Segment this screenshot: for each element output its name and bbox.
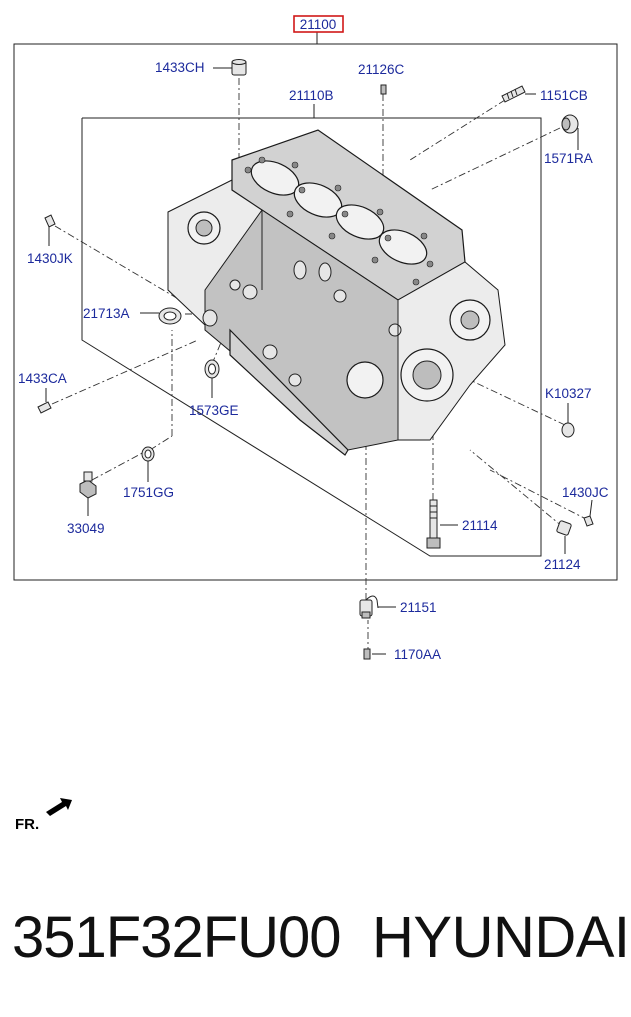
cylinder-block-drawing: [167, 129, 506, 456]
assembly-frame: [13, 43, 618, 581]
label-leaders: [45, 67, 593, 608]
part-K10327-drawing: [561, 422, 575, 438]
part-1170AA-drawing: [363, 648, 386, 660]
label-1430JK[interactable]: 1430JK: [27, 251, 73, 266]
part-1571RA-drawing: [561, 114, 579, 134]
label-1151CB[interactable]: 1151CB: [540, 88, 588, 103]
label-K10327[interactable]: K10327: [545, 386, 592, 401]
part-1430JC-drawing: [583, 515, 594, 527]
parts-diagram: 21100: [13, 15, 618, 833]
part-1573GE-drawing: [204, 359, 220, 379]
assembly-highlight-box[interactable]: [293, 15, 344, 33]
front-marker: FR.: [15, 798, 72, 833]
part-21114-drawing: [426, 499, 441, 549]
label-1751GG[interactable]: 1751GG: [123, 485, 174, 500]
label-1430JC[interactable]: 1430JC: [562, 485, 609, 500]
front-marker-label: FR.: [15, 816, 39, 833]
label-1433CA[interactable]: 1433CA: [18, 371, 67, 386]
part-number: 351F32FU00: [12, 905, 342, 970]
label-21713A[interactable]: 21713A: [83, 306, 130, 321]
label-21114[interactable]: 21114: [462, 518, 498, 533]
label-1433CH[interactable]: 1433CH: [155, 60, 205, 75]
part-1151CB-drawing: [501, 85, 526, 103]
part-caption: 351F32FU00 HYUNDAI: [0, 898, 631, 978]
part-1433CA-drawing: [37, 401, 52, 414]
subassembly-frame: [81, 117, 542, 557]
label-1573GE[interactable]: 1573GE: [189, 403, 239, 418]
part-33049-drawing: [79, 471, 97, 516]
part-1751GG-drawing: [141, 446, 155, 462]
part-21713A-drawing: [158, 307, 182, 325]
label-21151[interactable]: 21151: [400, 600, 437, 615]
label-21124[interactable]: 21124: [544, 557, 581, 572]
brand-name: HYUNDAI: [372, 905, 630, 970]
label-21126C[interactable]: 21126C: [358, 62, 405, 77]
label-1571RA[interactable]: 1571RA: [544, 151, 593, 166]
label-1170AA[interactable]: 1170AA: [394, 647, 441, 662]
label-21110B[interactable]: 21110B: [289, 88, 334, 103]
label-33049[interactable]: 33049: [67, 521, 105, 536]
part-21124-drawing: [556, 520, 572, 536]
part-21126C-drawing: [380, 84, 387, 95]
assembly-label[interactable]: 21100: [300, 17, 337, 32]
part-1433CH-drawing: [231, 59, 247, 76]
front-arrow-icon: [46, 798, 72, 816]
part-1430JK-drawing: [44, 214, 56, 228]
part-21151-drawing: [359, 595, 379, 619]
